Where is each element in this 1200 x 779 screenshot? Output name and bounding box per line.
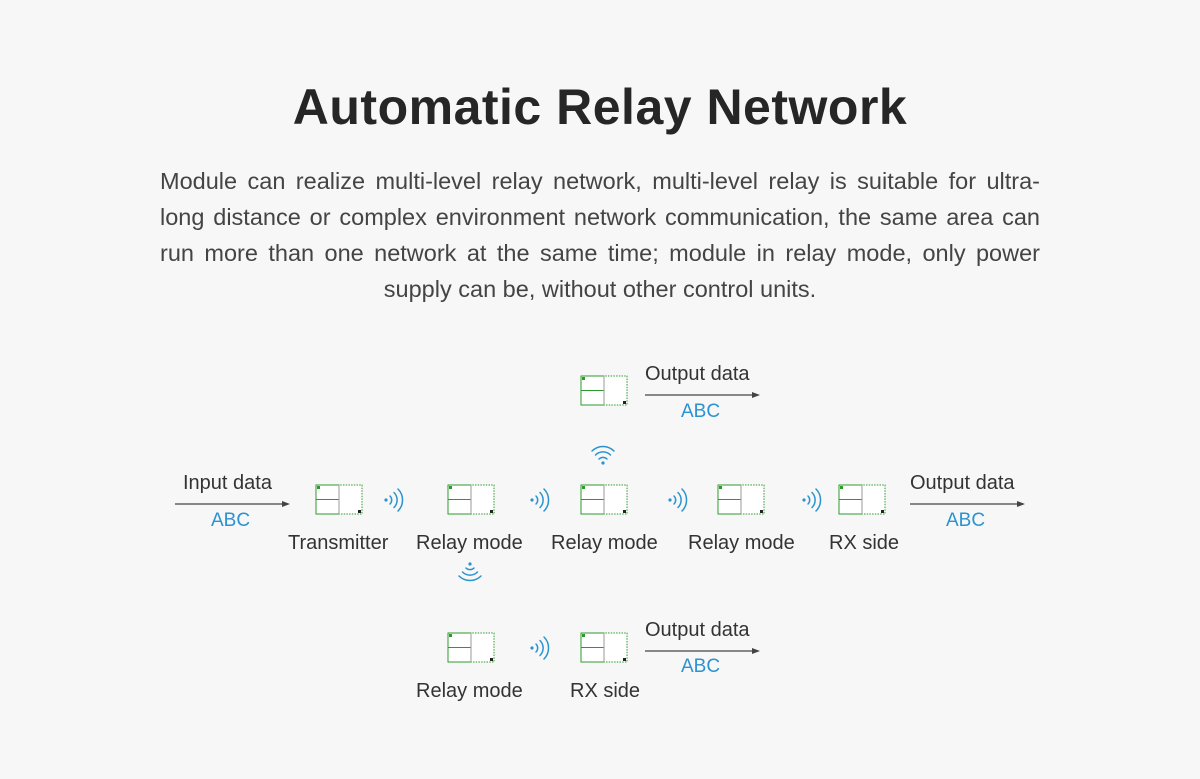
wireless-signal-icon — [800, 487, 822, 518]
rf-module-icon — [580, 632, 628, 663]
main-output-label: Output data — [910, 472, 1015, 494]
node-label: Transmitter — [288, 532, 389, 554]
node-label: Relay mode — [551, 532, 658, 554]
bottom-output-label: Output data — [645, 619, 750, 641]
rf-module-icon — [447, 484, 495, 515]
node-label: RX side — [829, 532, 900, 554]
main-output-value: ABC — [946, 510, 986, 531]
wireless-signal-icon — [528, 635, 550, 666]
input-data-value: ABC — [211, 510, 251, 531]
node-label: Relay mode — [416, 532, 523, 554]
rf-module-icon — [838, 484, 886, 515]
wireless-signal-icon — [382, 487, 404, 518]
rf-module-icon — [580, 484, 628, 515]
rf-module-icon — [580, 375, 628, 406]
rf-module-icon — [717, 484, 765, 515]
wireless-signal-up-icon — [590, 443, 616, 470]
wireless-signal-down-icon — [457, 562, 483, 589]
wireless-signal-icon — [528, 487, 550, 518]
rf-module-icon — [315, 484, 363, 515]
rf-module-icon — [447, 632, 495, 663]
top-output-label: Output data — [645, 363, 750, 385]
input-arrow — [175, 496, 290, 507]
main-output-arrow — [910, 496, 1025, 507]
top-output-arrow — [645, 387, 760, 398]
wireless-signal-icon — [666, 487, 688, 518]
page-description: Module can realize multi-level relay net… — [160, 168, 1040, 302]
node-label: Relay mode — [688, 532, 795, 554]
bottom-output-value: ABC — [681, 656, 721, 677]
input-data-label: Input data — [183, 472, 272, 494]
node-label: RX side — [570, 680, 641, 702]
bottom-output-arrow — [645, 643, 760, 654]
top-output-value: ABC — [681, 401, 721, 422]
page-title: Automatic Relay Network — [292, 79, 908, 135]
node-label: Relay mode — [416, 680, 523, 702]
